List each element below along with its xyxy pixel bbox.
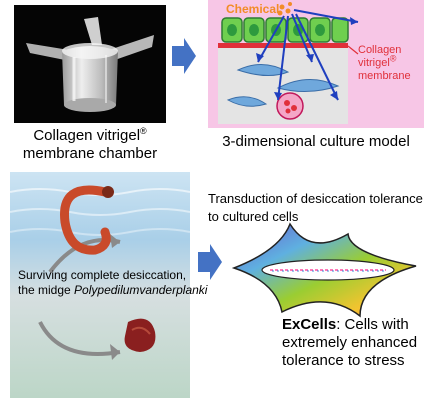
chemical-label: Chemical	[226, 2, 280, 16]
culture-model-illustration	[218, 2, 359, 124]
excells-line3: tolerance to stress	[282, 352, 405, 369]
membrane-label-line2: vitrigel	[358, 57, 390, 69]
excell-illustration	[231, 222, 417, 318]
surviving-species: Polypedilumvanderplanki	[74, 283, 208, 297]
membrane-label-registered: ®	[389, 53, 397, 64]
chamber-caption-line1: Collagen vitrigel	[33, 127, 141, 144]
culture-model-panel: Chemical Collagen vitrigel® membrane	[208, 0, 424, 128]
membrane-label-line1: Collagen	[358, 44, 402, 56]
right-arrow-icon	[198, 244, 222, 280]
transduction-line1: Transduction of desiccation tolerance	[208, 191, 423, 206]
excell-shape	[230, 220, 420, 325]
transduction-text: Transduction of desiccation tolerance to…	[208, 190, 423, 226]
excells-title: ExCells	[282, 316, 337, 333]
surviving-line1: Surviving complete desiccation,	[18, 268, 187, 282]
midge-illustration	[9, 185, 191, 360]
surviving-prefix: the midge	[18, 283, 75, 297]
culture-model-caption: 3-dimensional culture model	[222, 133, 410, 150]
surviving-text: Surviving complete desiccation, the midg…	[18, 268, 208, 298]
right-arrow-top	[172, 38, 196, 79]
chamber-caption: Collagen vitrigel® membrane chamber	[4, 127, 176, 163]
right-arrow-icon	[172, 38, 196, 74]
transduction-line2: to cultured cells	[208, 209, 299, 224]
membrane-label: Collagen vitrigel® membrane	[358, 44, 411, 83]
chamber-caption-line2: membrane chamber	[22, 145, 158, 162]
membrane-label-line3: membrane	[358, 70, 411, 82]
midge-photo: Surviving complete desiccation, the midg…	[9, 172, 207, 398]
excells-line2: extremely enhanced	[282, 334, 418, 351]
excells-text: ExCells: Cells with extremely enhanced t…	[282, 316, 417, 370]
collagen-membrane-line	[218, 43, 348, 48]
chamber-caption-registered: ®	[140, 126, 147, 136]
excells-line1-rest: : Cells with	[336, 316, 409, 333]
chamber-illustration	[26, 17, 154, 112]
right-arrow-bottom	[198, 244, 222, 285]
chamber-photo	[14, 5, 166, 123]
